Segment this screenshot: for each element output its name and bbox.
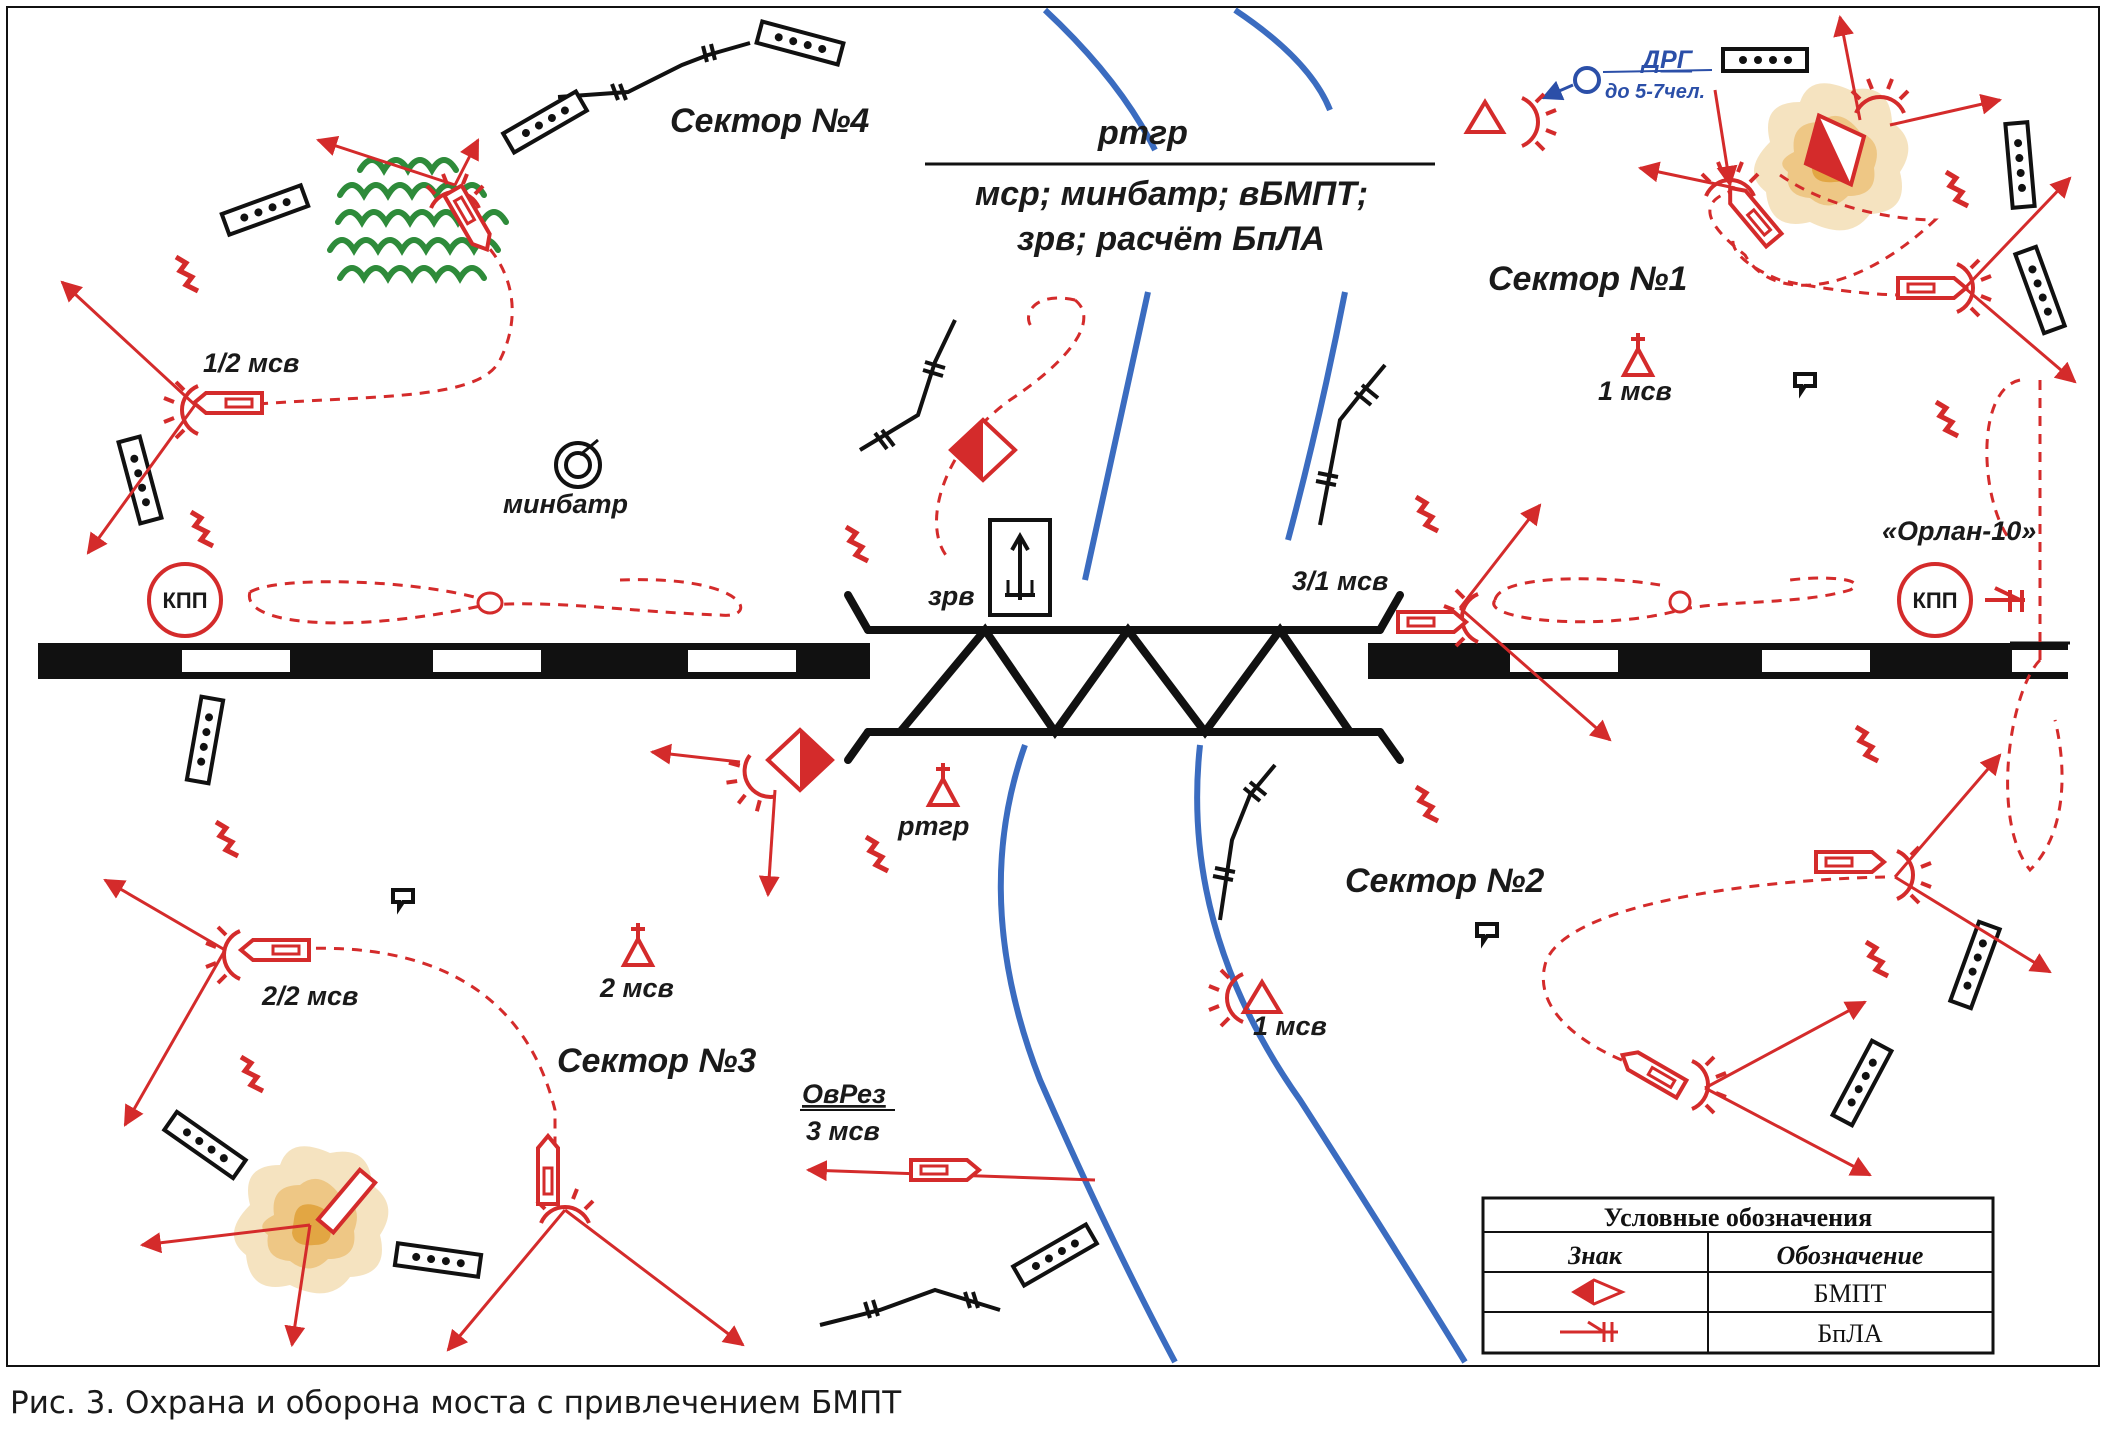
uav-symbol (1985, 586, 2025, 612)
uav-icon (1560, 1320, 1618, 1342)
legend-col-meaning: Обозначение (1777, 1241, 1924, 1270)
bmpt-vehicles (315, 112, 1867, 1236)
rtgr-top-label: ртгр (1097, 114, 1188, 152)
bridge (844, 591, 1404, 764)
sector4-label: Сектор №4 (670, 102, 869, 140)
msv-1-top-label: 1 мсв (1598, 376, 1672, 406)
fire-directions (60, 14, 2077, 1352)
composition-line1: мср; минбатр; вБМПТ; (975, 175, 1368, 213)
composition-line2: зрв; расчёт БпЛА (1017, 220, 1325, 258)
drg-label: ДРГ (1640, 46, 1694, 74)
mortar-battery-symbol (554, 438, 602, 489)
msv-1-2-label: 1/2 мсв (203, 348, 299, 378)
msv-2-2-label: 2/2 мсв (261, 981, 358, 1011)
msv-1-bottom-label: 1 мсв (1253, 1011, 1327, 1041)
map-frame (6, 6, 2100, 1367)
zrv-label: зрв (928, 581, 975, 611)
sector1-label: Сектор №1 (1488, 260, 1687, 298)
kpp-left-label: КПП (162, 588, 207, 613)
msv-2-label: 2 мсв (599, 973, 674, 1003)
minbatr-label: минбатр (503, 489, 628, 519)
legend-col-sign: Знак (1567, 1241, 1623, 1270)
figure-caption: Рис. 3. Охрана и оборона моста с привлеч… (10, 1385, 902, 1421)
sector2-label: Сектор №2 (1345, 862, 1544, 900)
air-defense-launcher (988, 518, 1052, 617)
kpp-right-label: КПП (1912, 588, 1957, 613)
drg-size-label: до 5-7чел. (1605, 81, 1705, 103)
ovrez-label: ОвРез (802, 1079, 886, 1109)
ovrez-unit-label: 3 мсв (806, 1116, 880, 1146)
drg-marker (1541, 66, 1713, 101)
rtgr-bottom-label: ртгр (897, 811, 969, 841)
patrol-nodes (476, 590, 1692, 615)
bmpt-icon (1571, 1278, 1626, 1306)
hq-symbols (622, 98, 1654, 1014)
sector3-label: Сектор №3 (557, 1042, 756, 1080)
legend-row-uav: БпЛА (1817, 1319, 1882, 1348)
msv-3-1-label: 3/1 мсв (1292, 566, 1388, 596)
legend: Условные обозначения Знак Обозначение БМ… (1481, 1196, 1995, 1355)
legend-title: Условные обозначения (1604, 1203, 1872, 1232)
obstacle-lines (557, 41, 1387, 1327)
river (997, 7, 1468, 1364)
checkpoint-left (147, 562, 223, 638)
explosion-bottom-left (233, 1146, 389, 1294)
road (38, 641, 2070, 679)
patrol-routes (247, 173, 2064, 1150)
checkpoint-right (1897, 562, 1973, 638)
orlan-label: «Орлан-10» (1882, 516, 2036, 546)
legend-row-bmpt: БМПТ (1814, 1279, 1887, 1308)
